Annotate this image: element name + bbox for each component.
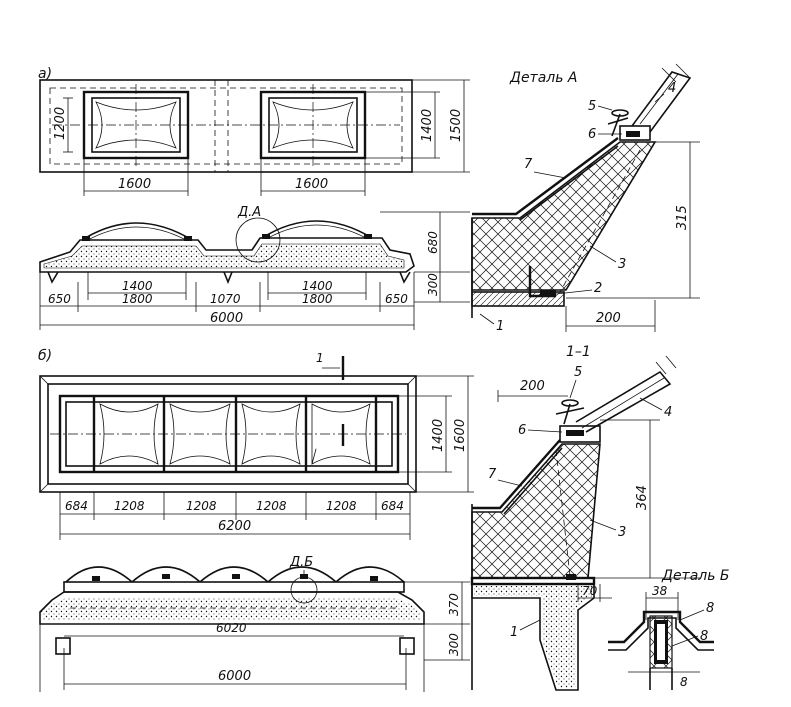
detail-a-callout-7: 7: [524, 157, 533, 172]
dim-a-6000: 6000: [210, 311, 243, 326]
dim-a-1600-right: 1600: [295, 177, 328, 192]
dim-b-1208-1: 1208: [114, 499, 145, 513]
detail-a-callout-1: 1: [496, 319, 504, 334]
detail-a-callout-5: 5: [588, 99, 596, 114]
view-a-section: Д.А 680 300 1400 1400 650 1800 1070 1800…: [39, 205, 470, 330]
detail-a-callout-4: 4: [668, 81, 676, 96]
dim-b-1600: 1600: [453, 419, 468, 452]
view-b-section: Д.Б 6020 6000 370 300: [39, 555, 470, 692]
view-b-label: б): [38, 348, 52, 364]
dim-a-1400-right: 1400: [302, 279, 333, 293]
detail-a-dim-200: 200: [596, 311, 621, 326]
detail-a-mark: Д.А: [237, 205, 261, 220]
view-b-plan: б) 1 1400: [38, 348, 474, 540]
dim-b-684-left: 684: [65, 499, 88, 513]
dim-a-300: 300: [426, 273, 440, 296]
dim-b-1208-4: 1208: [326, 499, 357, 513]
dim-a-1500: 1500: [449, 109, 464, 142]
detail-b-callout-8-bottom: 8: [700, 629, 708, 644]
section-1-1: 1–1 200 5 4 6 7 3: [470, 344, 700, 691]
view-a-plan: а) 1200 1600 1600: [38, 66, 470, 196]
detail-a-title: Деталь А: [509, 70, 578, 86]
section-label: 1–1: [566, 344, 591, 360]
section-callout-1: 1: [510, 625, 518, 640]
dim-b-370: 370: [447, 593, 461, 616]
dim-b-300: 300: [447, 633, 461, 656]
section-callout-3: 3: [618, 525, 626, 540]
dim-b-1400: 1400: [431, 419, 446, 452]
dim-a-1400: 1400: [420, 109, 435, 142]
detail-b: Деталь Б 38 8 8 8: [608, 568, 730, 690]
detail-b-dim-8: 8: [680, 675, 688, 689]
section-callout-4: 4: [664, 405, 672, 420]
dim-b-1208-3: 1208: [256, 499, 287, 513]
detail-a-callout-6: 6: [588, 127, 596, 142]
section-callout-6: 6: [518, 423, 526, 438]
dim-a-1400-left: 1400: [122, 279, 153, 293]
dim-a-1200: 1200: [53, 107, 68, 140]
detail-a-callout-2: 2: [594, 281, 602, 296]
dim-a-680: 680: [426, 231, 440, 254]
section-dim-364: 364: [635, 485, 650, 510]
dim-b-6200: 6200: [218, 519, 251, 534]
cut-mark-1: 1: [316, 351, 324, 365]
dim-b-6000: 6000: [218, 669, 251, 684]
detail-a-dim-315: 315: [675, 205, 690, 230]
detail-b-mark: Д.Б: [289, 555, 313, 570]
dim-a-650-right: 650: [385, 292, 408, 306]
view-a-label: а): [38, 66, 52, 82]
dim-a-650-left: 650: [48, 292, 71, 306]
section-dim-200: 200: [520, 379, 545, 394]
detail-b-title: Деталь Б: [661, 568, 730, 584]
dim-a-1600-left: 1600: [118, 177, 151, 192]
dim-a-1800-left: 1800: [122, 292, 153, 306]
detail-b-dim-38: 38: [652, 584, 668, 598]
dim-a-1070: 1070: [210, 292, 241, 306]
section-dim-70: 70: [582, 584, 598, 598]
dim-b-1208-2: 1208: [186, 499, 217, 513]
detail-a-callout-3: 3: [618, 257, 626, 272]
detail-a: Деталь А 4 5 6 7 3 2 1: [471, 63, 700, 334]
section-callout-7: 7: [488, 467, 497, 482]
section-callout-5: 5: [574, 365, 582, 380]
dim-a-1800-right: 1800: [302, 292, 333, 306]
dim-b-684-right: 684: [381, 499, 404, 513]
detail-b-callout-8-top: 8: [706, 601, 714, 616]
dim-b-6020: 6020: [216, 621, 247, 635]
